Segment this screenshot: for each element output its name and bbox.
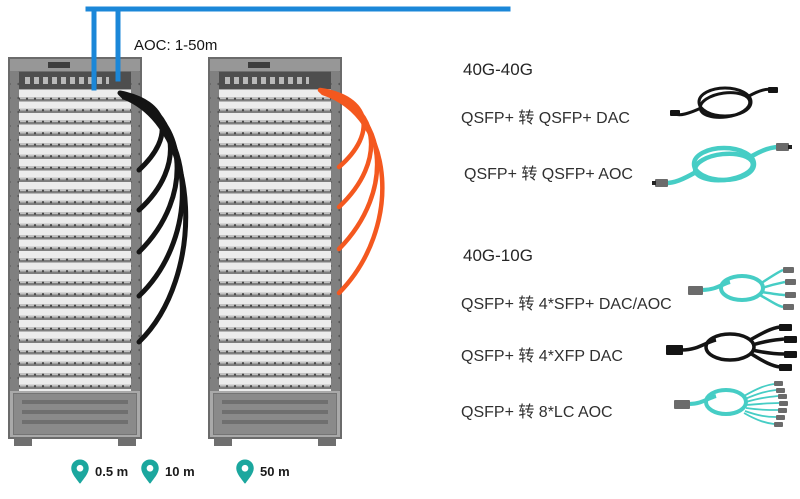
rack-top-panel — [10, 59, 140, 72]
legend-label-50m: 50 m — [260, 464, 290, 479]
rack-base-panel — [213, 393, 337, 435]
rack-top-switch — [19, 72, 131, 89]
map-pin-icon — [236, 459, 254, 484]
group-heading-40g-10g: 40G-10G — [463, 246, 533, 265]
product-label-qsfp-4xfp-dac: QSFP+ 转 4*XFP DAC — [461, 348, 623, 365]
map-pin-icon — [71, 459, 89, 484]
product-label-qsfp-qsfp-dac: QSFP+ 转 QSFP+ DAC — [461, 110, 630, 127]
rack-rail — [131, 71, 140, 391]
aoc-range-label: AOC: 1-50m — [131, 37, 221, 54]
rack-foot — [318, 437, 336, 446]
rack-foot — [14, 437, 32, 446]
rack-foot — [214, 437, 232, 446]
aqua-lc-breakout-cable-icon — [674, 381, 788, 427]
rack-rail — [10, 71, 19, 391]
map-pin-icon — [141, 459, 159, 484]
black-breakout-cable-icon — [666, 324, 797, 371]
rack-logo — [48, 62, 70, 68]
rack-server-slots — [19, 90, 131, 391]
rack-top-panel — [210, 59, 340, 72]
rack-top-switch — [219, 72, 331, 89]
legend-label-05m: 0.5 m — [95, 464, 129, 479]
product-label-qsfp-qsfp-aoc: QSFP+ 转 QSFP+ AOC — [464, 166, 633, 183]
aqua-breakout-cable-icon — [688, 267, 796, 310]
product-label-qsfp-8lc-aoc: QSFP+ 转 8*LC AOC — [461, 404, 613, 421]
aqua-aoc-coil-icon — [652, 143, 792, 187]
black-dac-coil-icon — [670, 86, 778, 119]
rack-left — [8, 57, 142, 446]
rack-right — [208, 57, 342, 446]
rack-base-panel — [13, 393, 137, 435]
legend-label-10m: 10 m — [165, 464, 195, 479]
rack-rail — [331, 71, 340, 391]
rack-rail — [210, 71, 219, 391]
rack-foot — [118, 437, 136, 446]
rack-logo — [248, 62, 270, 68]
product-label-qsfp-4sfp-dac-aoc: QSFP+ 转 4*SFP+ DAC/AOC — [461, 296, 672, 313]
rack-server-slots — [219, 90, 331, 391]
group-heading-40g-40g: 40G-40G — [463, 60, 533, 79]
